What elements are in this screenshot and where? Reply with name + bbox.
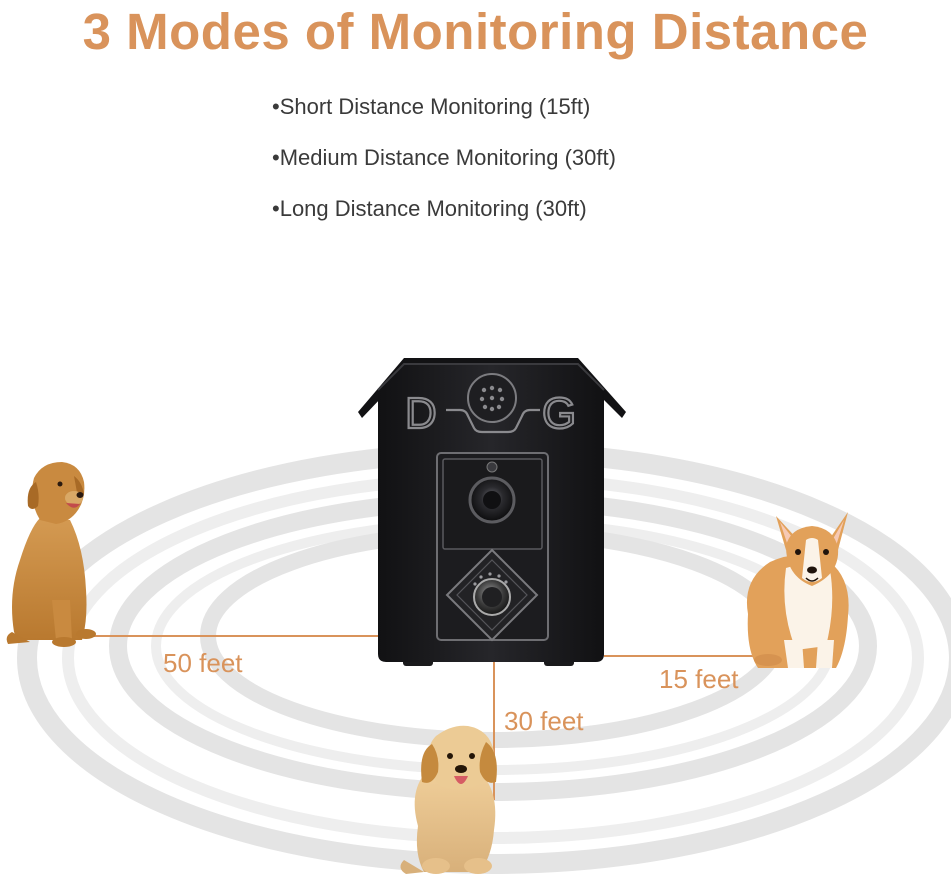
headline: 3 Modes of Monitoring Distance: [82, 3, 869, 60]
device-logo-letter-g: G: [542, 389, 576, 438]
dial-plate-inner: [456, 559, 528, 631]
label-30-feet: 30 feet: [504, 706, 584, 736]
golden-retriever-sitting-left: [6, 462, 96, 647]
mode-item-long: •Long Distance Monitoring (30ft): [272, 196, 587, 221]
device-edge: [377, 363, 605, 391]
golden-puppy-sitting-bottom: [400, 725, 497, 874]
knob-center: [482, 587, 502, 607]
speaker-icon: [467, 373, 517, 423]
label-15-feet: 15 feet: [659, 664, 739, 694]
corgi-sitting-right: [746, 512, 849, 668]
indicator-light-icon: [486, 461, 498, 473]
mode-item-short: •Short Distance Monitoring (15ft): [272, 94, 591, 119]
device-logo-wave: [446, 408, 540, 434]
label-50-feet: 50 feet: [163, 648, 243, 678]
mode-item-medium: •Medium Distance Monitoring (30ft): [272, 145, 616, 170]
bark-control-device: D G: [358, 358, 626, 666]
dial-scale-icon: [473, 572, 508, 586]
device-logo-letter-d: D: [405, 389, 437, 438]
mode-list: •Short Distance Monitoring (15ft) •Mediu…: [272, 92, 616, 245]
emitter-center: [483, 491, 501, 509]
